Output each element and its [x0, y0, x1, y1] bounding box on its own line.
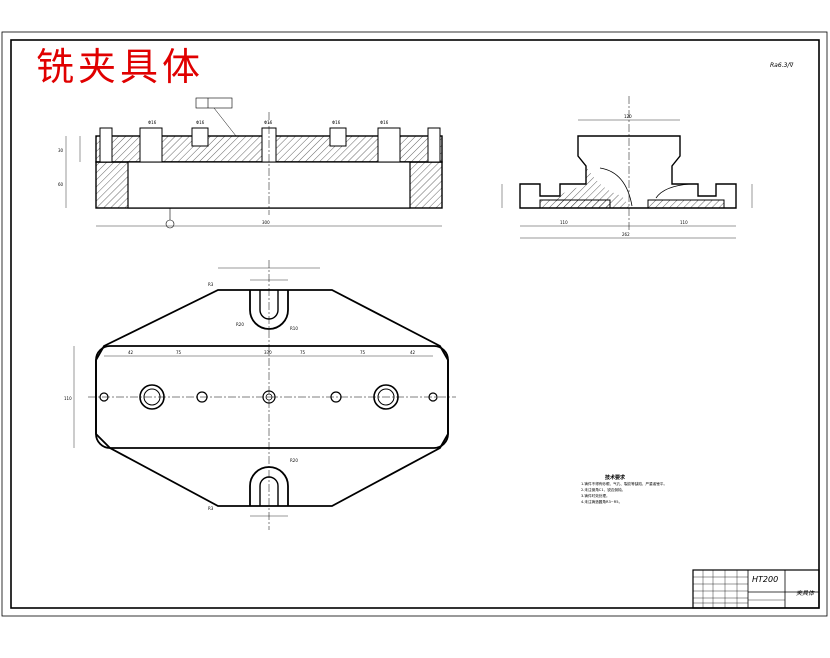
technical-requirements: 技术要求 1.铸件不得有砂眼、气孔、裂纹等缺陷，严重者锉平。 2.未注倒角C1，… [581, 475, 701, 505]
dim-front-top-3: Φ16 [264, 120, 273, 125]
dim-plan-span-1: 42 [128, 350, 134, 355]
dim-plan-span-2: 75 [176, 350, 182, 355]
dim-plan-span-5: 42 [410, 350, 416, 355]
dim-front-side-2: 60 [58, 182, 64, 187]
side-section-view [501, 96, 753, 239]
radius-label-3: R10 [290, 326, 298, 331]
radius-label-2: R20 [236, 322, 244, 327]
dim-front-bottom: 300 [262, 220, 270, 225]
note-line-4: 4.未注铸造圆角R3~R5。 [581, 500, 623, 504]
dim-front-top-2: Φ16 [196, 120, 205, 125]
radius-label-5: R20 [290, 458, 298, 463]
dim-side-right: 110 [680, 220, 688, 225]
surface-finish-note: Ra6.3/∇ [770, 62, 794, 69]
drawing-title: 铣夹具体 [36, 45, 205, 89]
dim-plan-height: 110 [64, 396, 72, 401]
dim-plan-span-3: 75 [300, 350, 306, 355]
title-block [692, 569, 820, 609]
note-line-3: 3.铸件时效处理。 [581, 494, 610, 498]
dim-plan-span-4: 75 [360, 350, 366, 355]
outer-border [1, 31, 828, 617]
plan-view [73, 260, 456, 530]
material-label: HT200 [752, 575, 779, 584]
dim-front-side-1: 30 [58, 148, 64, 153]
radius-label-1: R3 [208, 282, 214, 287]
note-line-1: 1.铸件不得有砂眼、气孔、裂纹等缺陷，严重者锉平。 [581, 482, 668, 486]
radius-label-4: R3 [208, 506, 214, 511]
notes-heading: 技术要求 [605, 475, 626, 481]
dim-plan-width: 330 [264, 350, 272, 355]
dim-side-top: 120 [624, 114, 632, 119]
dim-side-left: 110 [560, 220, 568, 225]
dim-side-bottom: 262 [622, 232, 630, 237]
dim-front-top-5: Φ16 [380, 120, 389, 125]
inner-border [10, 39, 820, 609]
note-line-2: 2.未注倒角C1，锐边倒钝。 [581, 488, 626, 492]
part-name-label: 夹具体 [796, 590, 815, 597]
dim-front-top-4: Φ16 [332, 120, 341, 125]
front-section-view [65, 97, 443, 229]
dim-front-top-1: Φ16 [148, 120, 157, 125]
